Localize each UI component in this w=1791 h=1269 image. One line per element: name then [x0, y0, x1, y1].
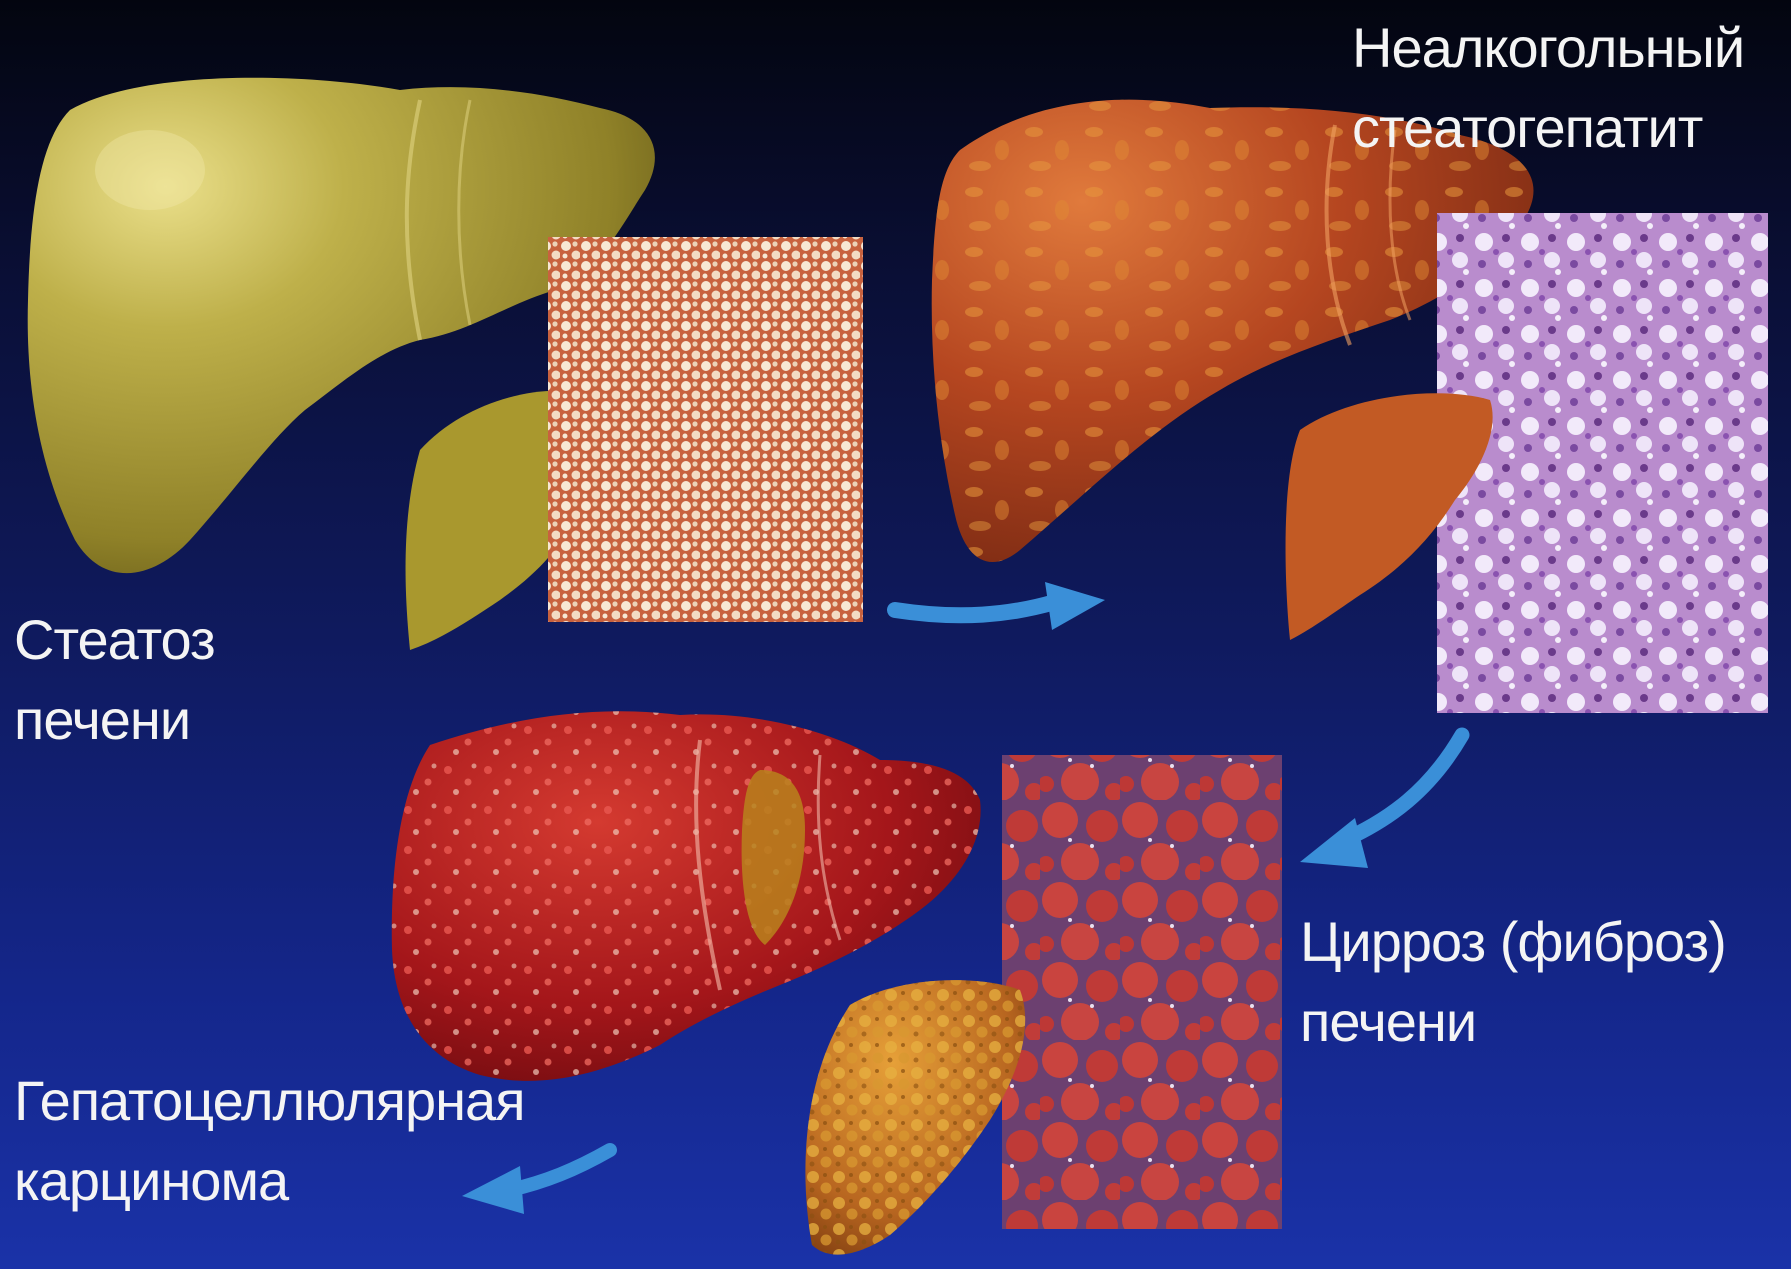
nash-tissue-micrograph — [1437, 213, 1768, 713]
arrow-nash-to-cirrhosis — [1300, 735, 1462, 868]
label-steatosis-line1: Стеатоз — [14, 600, 215, 680]
label-nash-line2: стеатогепатит — [1352, 88, 1744, 168]
label-cirrhosis: Цирроз (фиброз) печени — [1300, 902, 1726, 1062]
arrow-steatosis-to-nash — [895, 582, 1105, 630]
cirrhosis-tissue-micrograph — [1002, 755, 1282, 1229]
label-cirrhosis-line1: Цирроз (фиброз) — [1300, 902, 1726, 982]
label-hcc: Гепатоцеллюлярная карцинома — [14, 1061, 525, 1221]
label-nash: Неалкогольный стеатогепатит — [1352, 8, 1744, 168]
steatosis-stage — [28, 78, 863, 650]
label-hcc-line2: карцинома — [14, 1141, 525, 1221]
label-steatosis-line2: печени — [14, 680, 215, 760]
steatosis-tissue-micrograph — [548, 237, 863, 622]
label-cirrhosis-line2: печени — [1300, 982, 1726, 1062]
label-nash-line1: Неалкогольный — [1352, 8, 1744, 88]
label-steatosis: Стеатоз печени — [14, 600, 215, 760]
label-hcc-line1: Гепатоцеллюлярная — [14, 1061, 525, 1141]
